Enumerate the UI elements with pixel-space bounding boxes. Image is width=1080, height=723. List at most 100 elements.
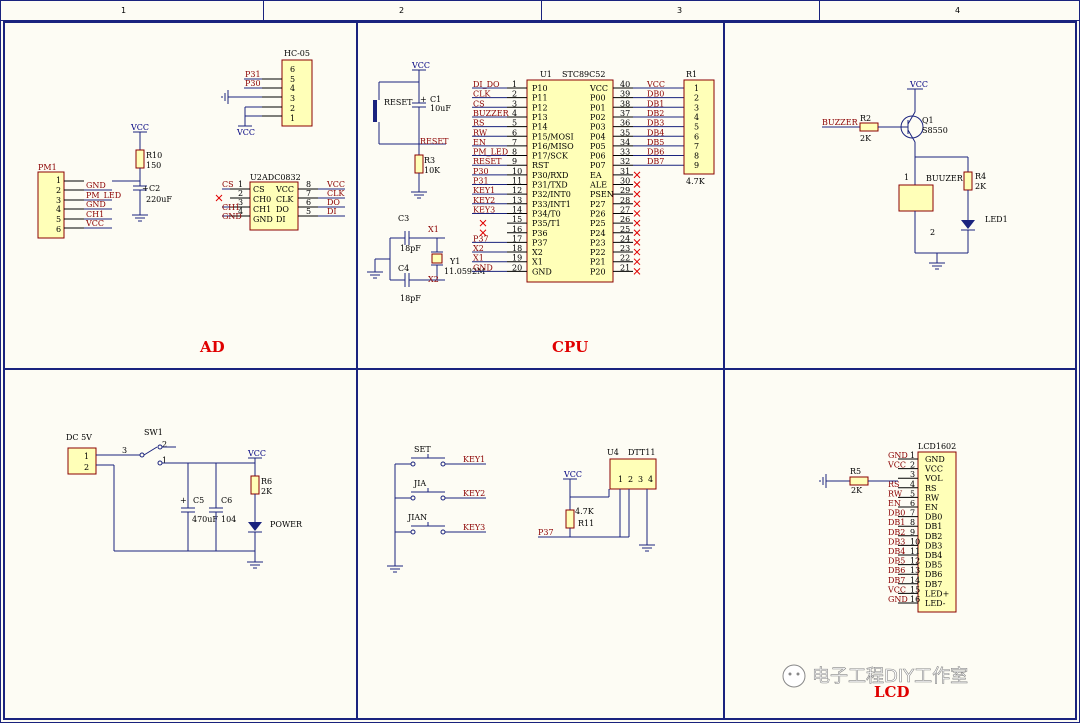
u1-left-pin-number: 18	[512, 244, 522, 253]
svg-text:GND: GND	[253, 215, 273, 224]
u1-right-pin-name: P06	[590, 152, 606, 161]
lcd-pin-number: 4	[910, 480, 915, 489]
svg-text:C2: C2	[149, 184, 160, 193]
u1-left-pin-name: P15/MOSI	[532, 132, 574, 141]
lcd-pin-number: 15	[910, 585, 920, 594]
key-name: JIA	[413, 479, 426, 488]
svg-text:VCC: VCC	[563, 470, 582, 479]
u1-left-net-label: RW	[473, 128, 488, 137]
lcd-net-label: RW	[888, 489, 903, 498]
watermark: 电子工程DIY工作室	[782, 664, 968, 688]
lcd-pin-name: RS	[925, 484, 937, 493]
u1-left-pin-number: 3	[512, 99, 517, 108]
u1-right-pin-name: P04	[590, 132, 606, 141]
u1-left-pin-name: P34/T0	[532, 209, 561, 218]
u1-left-pin-name: P36	[532, 229, 548, 238]
svg-text:2K: 2K	[860, 134, 872, 143]
svg-text:C1: C1	[430, 95, 441, 104]
svg-text:BUUZER: BUUZER	[926, 174, 964, 183]
u1-right-pin-name: P24	[590, 229, 606, 238]
svg-text:LED1: LED1	[985, 215, 1008, 224]
svg-text:DI: DI	[327, 207, 337, 216]
svg-text:2: 2	[162, 440, 167, 449]
svg-text:STC89C52: STC89C52	[562, 70, 605, 79]
svg-text:CH0: CH0	[253, 195, 271, 204]
u1-left-net-label: EN	[473, 138, 486, 147]
u1-right-pin-name: P23	[590, 238, 606, 247]
svg-text:X1: X1	[428, 225, 439, 234]
svg-text:6: 6	[290, 65, 295, 74]
r10-c2-network: VCC R10 150 + C2 220uF	[112, 123, 172, 222]
u1-left-net-label: X2	[473, 244, 484, 253]
svg-text:PM1: PM1	[38, 163, 57, 172]
key-net-label: KEY2	[463, 489, 485, 498]
r1-pin-number: 6	[694, 132, 699, 141]
u1-right-net-label: DB7	[647, 157, 664, 166]
u1-left-net-label: CS	[473, 99, 485, 108]
u1-left-pin-number: 14	[512, 205, 522, 214]
svg-text:2K: 2K	[851, 486, 863, 495]
svg-text:DO: DO	[276, 205, 289, 214]
lcd-pin-name: GND	[925, 455, 945, 464]
u1-left-net-label: PM_LED	[473, 148, 508, 157]
svg-text:3: 3	[56, 196, 61, 205]
lcd-pin-number: 11	[910, 547, 920, 556]
svg-text:2: 2	[628, 475, 633, 484]
svg-text:S8550: S8550	[922, 126, 948, 135]
svg-text:1: 1	[618, 475, 623, 484]
lcd-pin-name: DB3	[925, 541, 942, 550]
svg-text:7: 7	[306, 189, 311, 198]
no-connect-mark	[633, 239, 641, 246]
u1-left-pin-number: 19	[512, 254, 522, 263]
svg-text:P30: P30	[245, 79, 261, 88]
svg-text:BUZZER: BUZZER	[822, 118, 859, 127]
svg-text:4: 4	[238, 207, 243, 216]
u1-right-pin-number: 21	[620, 263, 630, 272]
lcd-pin-number: 13	[910, 566, 920, 575]
svg-text:RESET: RESET	[384, 98, 413, 107]
u1-right-net-label: DB0	[647, 90, 664, 99]
u1-right-pin-number: 31	[620, 167, 630, 176]
u1-left-net-label: KEY1	[473, 186, 495, 195]
u1-right-pin-number: 26	[620, 215, 630, 224]
u1-left-pin-name: P32/INT0	[532, 190, 571, 199]
u1-left-pin-number: 16	[512, 225, 522, 234]
svg-text:VCC: VCC	[130, 123, 149, 132]
u1-left-net-label: P30	[473, 167, 489, 176]
u1-left-pin-number: 20	[512, 263, 522, 272]
dht11-circuit: U4 DTT11 1 2 3 4 VCC 4.7K R11 P37	[538, 448, 657, 552]
svg-text:R1: R1	[686, 70, 697, 79]
svg-text:5: 5	[290, 75, 295, 84]
u1-left-pin-name: GND	[532, 267, 552, 276]
column-label-2: 2	[399, 6, 404, 15]
pm1-connector: PM1 1 2 3 4 5 6 GND PM_LED GND CH1 VCC	[37, 163, 121, 239]
svg-text:2: 2	[56, 186, 61, 195]
lcd-net-label: DB5	[888, 557, 905, 566]
svg-text:2: 2	[930, 228, 935, 237]
u1-right-pin-number: 30	[620, 177, 630, 186]
svg-text:POWER: POWER	[270, 520, 303, 529]
u1-left-pin-name: P30/RXD	[532, 171, 568, 180]
svg-text:10uF: 10uF	[430, 104, 451, 113]
svg-text:R3: R3	[424, 156, 435, 165]
u1-right-pin-name: ALE	[589, 181, 607, 190]
svg-text:C6: C6	[221, 496, 232, 505]
no-connect-mark	[633, 258, 641, 266]
svg-text:U2: U2	[250, 173, 262, 182]
u1-left-net-label: KEY2	[473, 196, 495, 205]
u1-right-pin-name: P22	[590, 248, 606, 257]
crystal-circuit: C3 18pF C4 18pF Y1 11.0592M X1 X2	[367, 214, 485, 303]
u1-right-pin-number: 22	[620, 254, 630, 263]
svg-text:220uF: 220uF	[146, 195, 172, 204]
no-connect-mark	[479, 229, 487, 237]
svg-text:CLK: CLK	[276, 195, 294, 204]
lcd-net-label: DB1	[888, 518, 905, 527]
lcd-net-label: RS	[888, 480, 900, 489]
u1-right-pin-name: P21	[590, 258, 606, 267]
svg-text:+: +	[180, 496, 187, 505]
u1-left-net-label: P37	[473, 234, 489, 243]
u1-left-pin-name: P10	[532, 84, 548, 93]
lcd-pin-number: 2	[910, 461, 915, 470]
svg-text:VCC: VCC	[411, 61, 430, 70]
lcd-pin-number: 14	[910, 576, 920, 585]
